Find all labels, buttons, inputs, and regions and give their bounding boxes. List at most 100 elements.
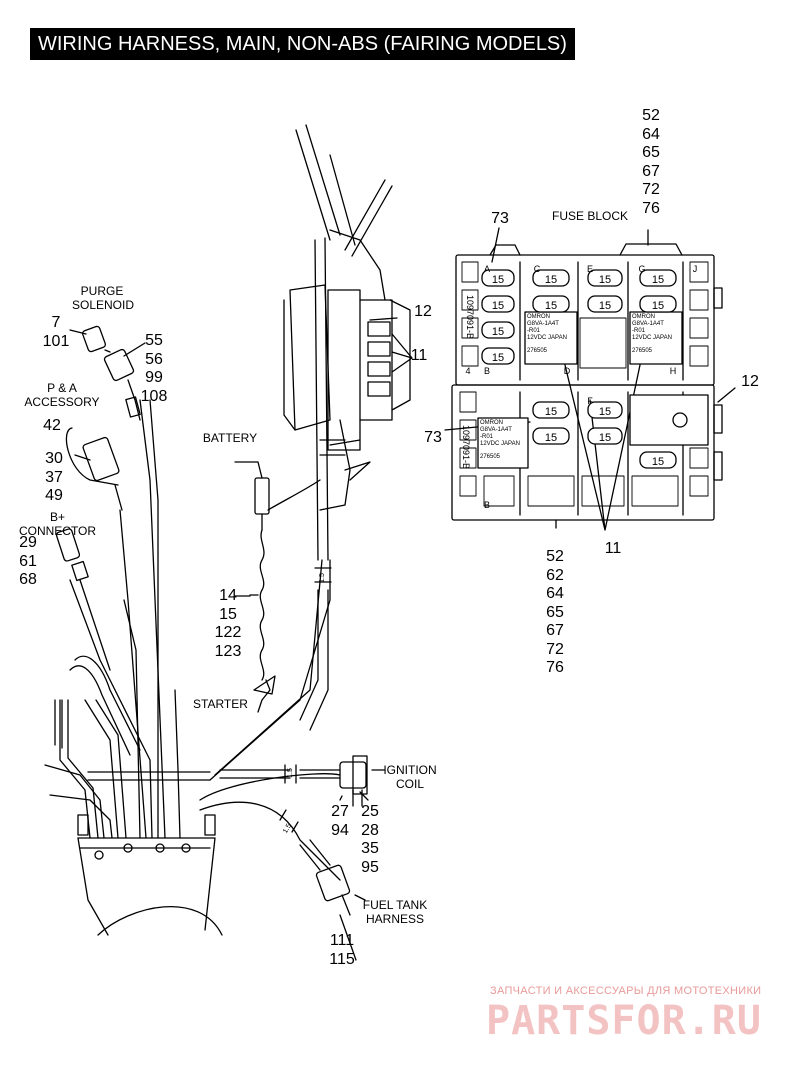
callout-number: 29 [19, 534, 37, 551]
callout-relay-bottom: 11 [604, 540, 622, 557]
callout-battery-cable: 14 15 122 123 [206, 587, 250, 661]
callout-number: 15 [219, 605, 237, 623]
label-line: SOLENOID [72, 298, 135, 312]
callout-bracket: 12 [414, 303, 432, 320]
purge-solenoid-label: PURGE SOLENOID [72, 284, 135, 312]
frame-backbone [77, 814, 223, 936]
relay-model: G8VA-1A4T [527, 321, 559, 327]
callout-relay: 11 [410, 347, 428, 364]
fuse-value: 15 [598, 432, 612, 444]
callout-ignition-coil-left: 27 94 [322, 803, 358, 840]
relay-bracket-assembly [283, 229, 411, 511]
relay-voltage: 12VDC [527, 335, 547, 341]
fuse-value: 15 [598, 406, 612, 418]
column-letter: G [638, 264, 646, 274]
callout-ignition-coil-right: 25 28 35 95 [352, 803, 388, 877]
relay-brand: OMRON [632, 314, 655, 320]
wire-mark: 1.5 [287, 768, 294, 778]
fuse-block [451, 243, 723, 521]
fuse-block-label: FUSE BLOCK [551, 209, 629, 223]
callout-fuel-tank: 111 115 [322, 932, 362, 969]
fuse-value: 15 [491, 326, 505, 338]
column-letter: A [483, 264, 490, 274]
relay-label: OMRON G8VA-1A4T -R01 12VDC JAPAN 276505 [632, 314, 680, 355]
callout-number: 76 [546, 659, 564, 676]
fuse-value: 15 [544, 274, 558, 286]
callout-number: 123 [214, 642, 242, 660]
callout-number: 67 [546, 622, 564, 639]
callout-number: 108 [140, 387, 168, 405]
relay-label: OMRON G8VA-1A4T -R01 12VDC JAPAN 276505 [527, 314, 575, 355]
callout-number: 65 [642, 144, 660, 161]
callout-number: 111 [329, 932, 355, 949]
callout-number: 30 [45, 450, 63, 467]
relay-model: G8VA-1A4T [632, 321, 664, 327]
part-code: 1097091-B [461, 424, 471, 470]
ignition-coil-connector [219, 755, 386, 807]
row-mark: B [483, 500, 490, 510]
relay-origin: JAPAN [548, 335, 567, 341]
fuse-value: 15 [544, 300, 558, 312]
wire-break-marks [279, 567, 332, 833]
fuel-tank-harness-label: FUEL TANK HARNESS [362, 898, 428, 926]
label-line: IGNITION [383, 763, 437, 777]
column-letter: J [692, 264, 698, 274]
column-letter: E [586, 264, 593, 274]
relay-voltage: 12VDC [480, 441, 500, 447]
relay-model-suffix: -R01 [480, 434, 494, 440]
fuse-value: 15 [544, 432, 558, 444]
callout-purge-valve: 55 56 99 108 [134, 332, 174, 406]
relay-part: 276505 [632, 348, 653, 354]
relay-model-suffix: -R01 [527, 328, 541, 334]
column-letter: B [483, 366, 490, 376]
part-code: 1097091-B [465, 294, 475, 340]
callout-number: 61 [19, 552, 37, 570]
callout-purge-solenoid: 7 101 [36, 314, 76, 351]
callout-number: 65 [546, 603, 564, 621]
callout-number: 122 [214, 624, 242, 641]
callout-number: 67 [642, 162, 660, 180]
fuse-slots-top [481, 269, 677, 365]
diagram-title: WIRING HARNESS, MAIN, NON-ABS (FAIRING M… [30, 28, 575, 60]
callout-number: 94 [331, 821, 349, 839]
fuse-value: 15 [544, 406, 558, 418]
relay-origin: JAPAN [653, 335, 672, 341]
callout-number: 64 [546, 585, 564, 602]
callout-number: 101 [42, 332, 70, 350]
purge-solenoid-connectors [69, 325, 146, 421]
callout-number: 28 [361, 821, 379, 839]
callout-number: 62 [546, 566, 564, 584]
column-letter: F [587, 396, 593, 406]
callout-fuse-mid: 73 [424, 429, 442, 446]
label-line: PURGE [80, 284, 124, 298]
ignition-coil-label: IGNITION COIL [380, 763, 440, 791]
row-mark: 4 [465, 366, 471, 376]
relay-origin: JAPAN [501, 441, 520, 447]
callout-number: 14 [219, 587, 237, 604]
label-line: ACCESSORY [24, 395, 100, 409]
callout-fuse-block-top: 52 64 65 67 72 76 [633, 107, 669, 218]
battery-label: BATTERY [202, 431, 258, 445]
relay-brand: OMRON [527, 314, 550, 320]
callout-number: 7 [51, 314, 61, 331]
callout-number: 72 [642, 181, 660, 198]
b-plus-connector [55, 528, 111, 671]
relay-part: 276505 [527, 348, 548, 354]
callout-number: 95 [361, 858, 379, 876]
wire-mark: 1.5 [319, 573, 326, 583]
fuel-tank-connector [299, 839, 366, 916]
pa-accessory-connector [65, 427, 123, 511]
callout-number: 52 [546, 548, 564, 565]
callout-pa-connector: 30 37 49 [36, 450, 72, 506]
callout-number: 55 [145, 332, 163, 349]
callout-number: 52 [642, 107, 660, 124]
fuse-value: 15 [491, 352, 505, 364]
fuse-value: 15 [651, 274, 665, 286]
relay-voltage: 12VDC [632, 335, 652, 341]
callout-number: 64 [642, 125, 660, 143]
callout-b-plus: 29 61 68 [10, 534, 46, 590]
callout-number: 49 [45, 487, 63, 504]
column-letter: D [563, 366, 571, 376]
watermark-tagline: ЗАПЧАСТИ И АКСЕССУАРЫ ДЛЯ МОТОТЕХНИКИ [490, 985, 762, 997]
